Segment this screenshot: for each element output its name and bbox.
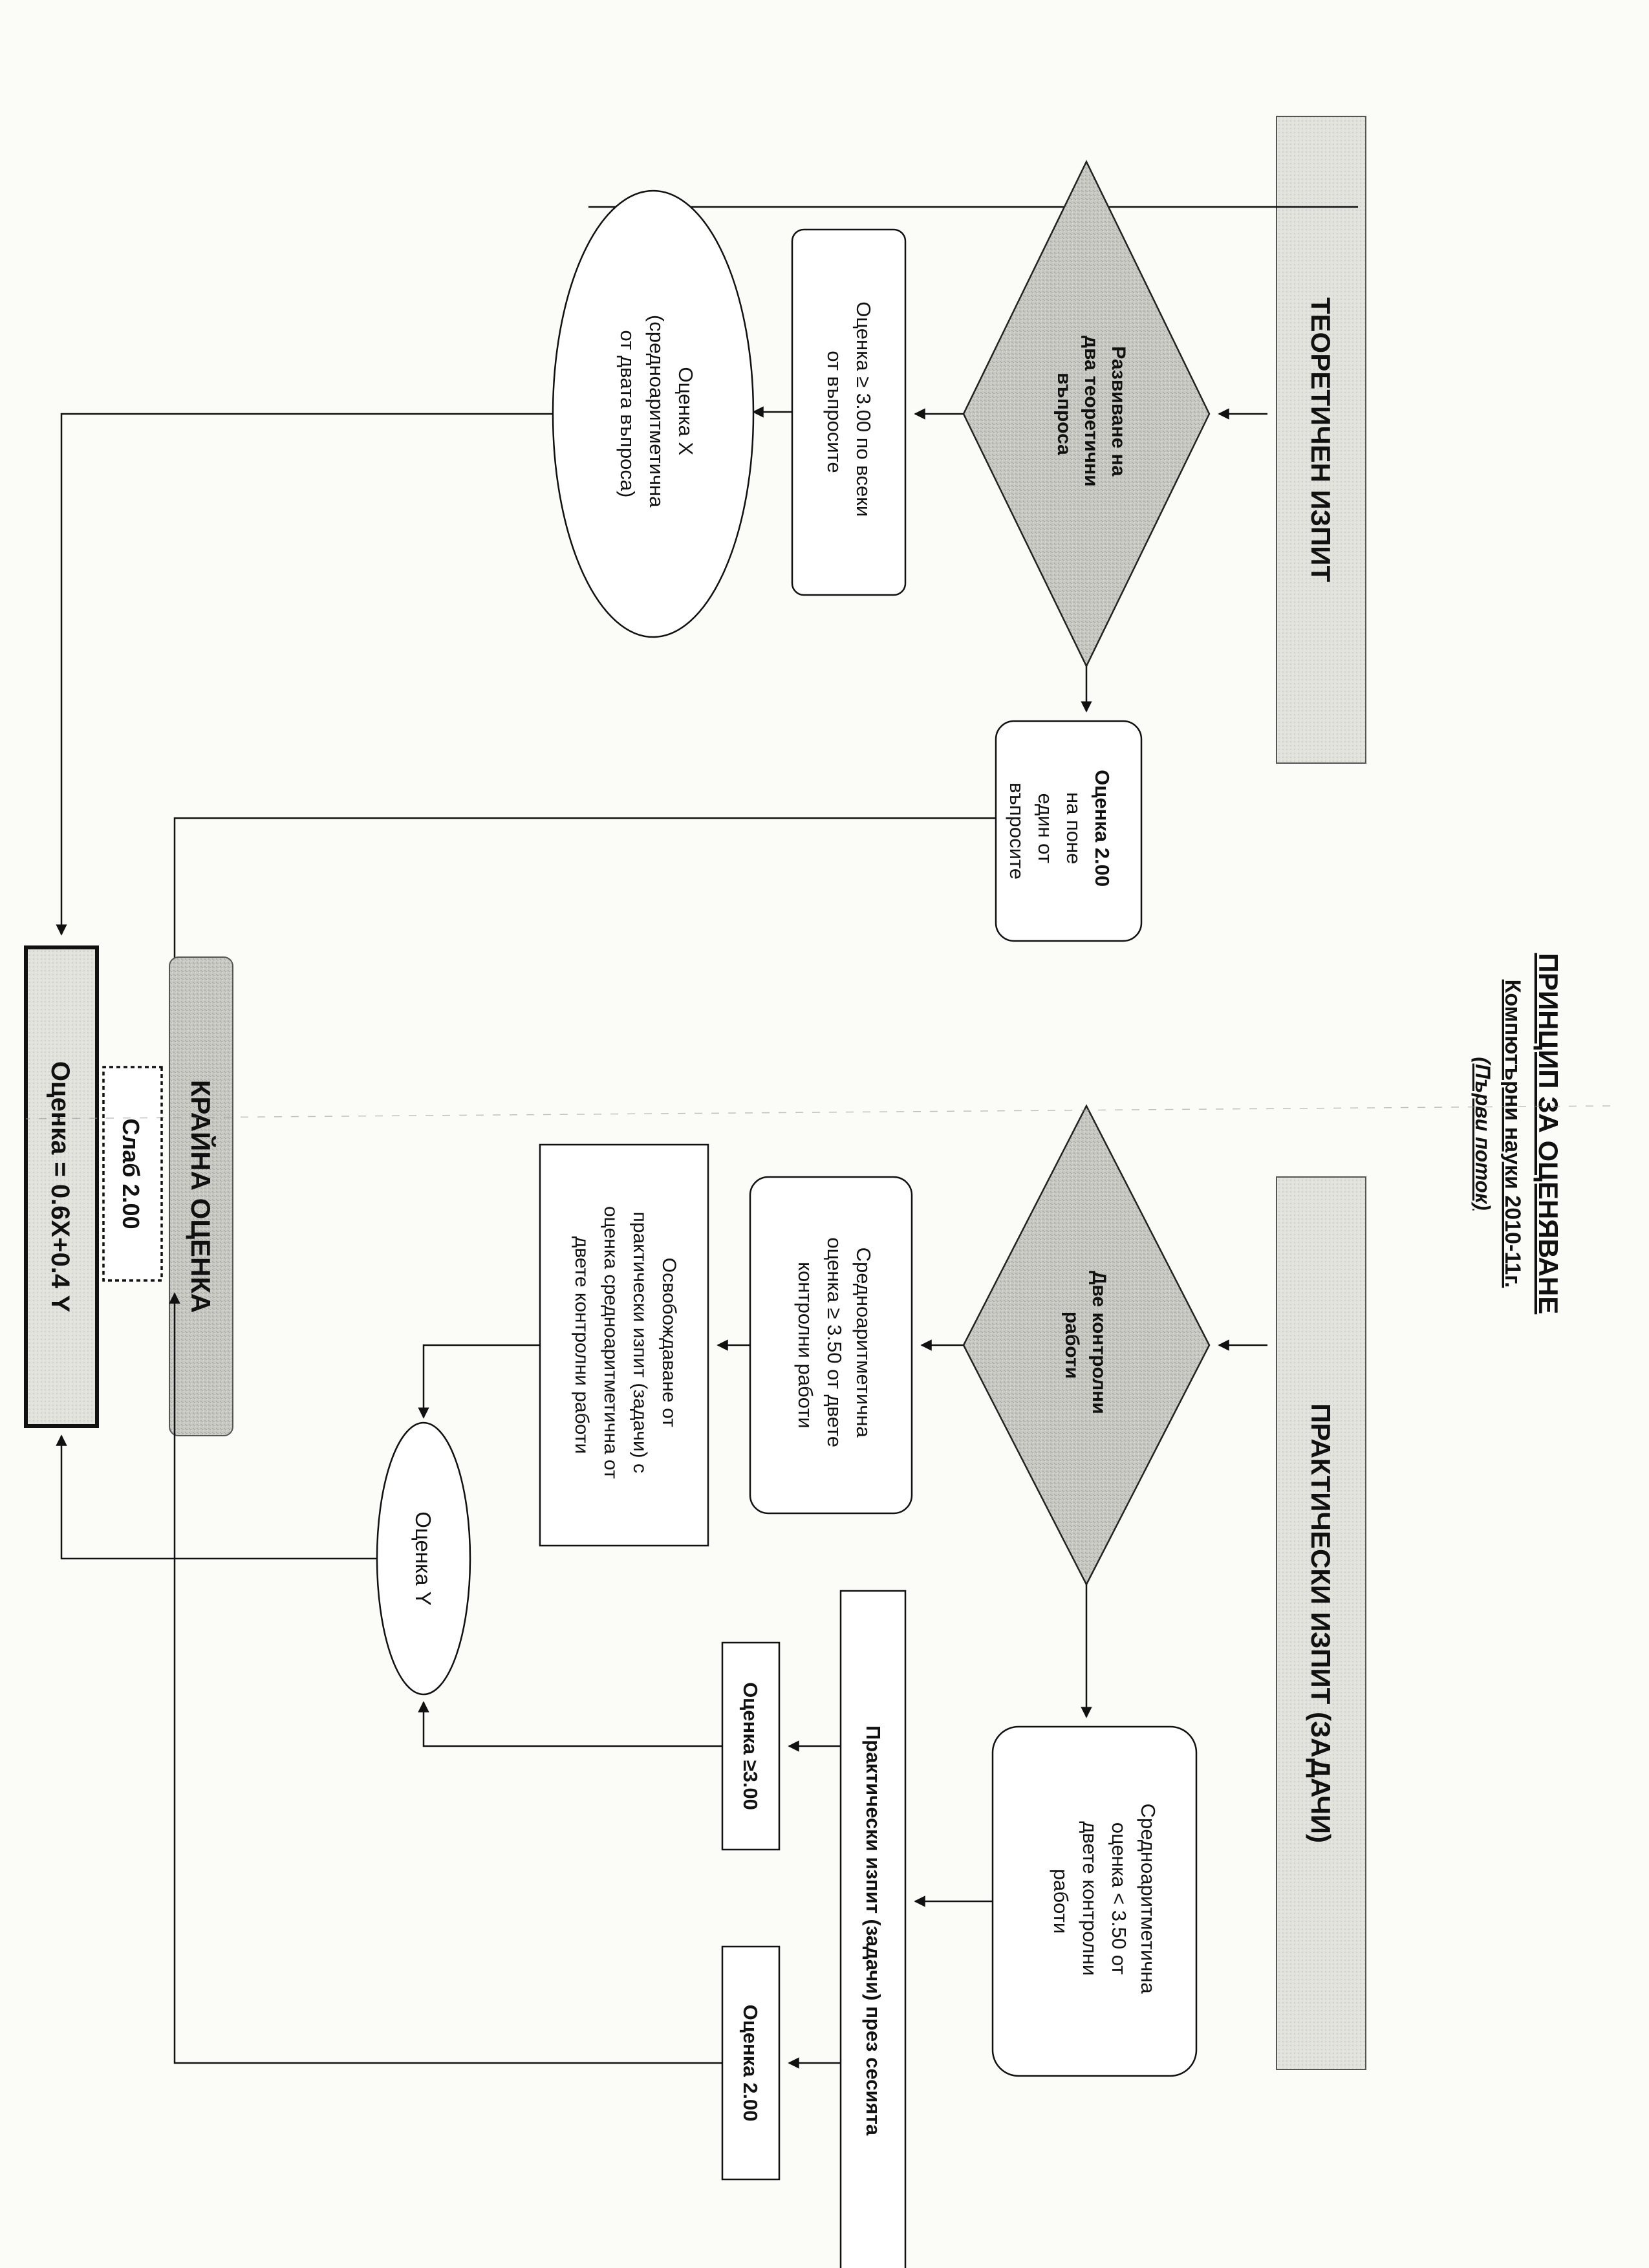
high-average-label: Средноаритметична оценка ≥ 3.50 от двете… [794, 1237, 875, 1453]
connector-line [169, 817, 996, 1055]
theory-decision-label: Развиване на два теоретични въпроса [1053, 336, 1129, 492]
theory-fail-box [995, 720, 1143, 942]
final-formula-label: Оценка = 0.6X+0.4 Y [46, 1061, 74, 1313]
connector-line [56, 1434, 377, 1560]
connector-line [56, 413, 553, 936]
final-grade-header [169, 956, 233, 1436]
session-exam-label: Практически изпит (задачи) през сесията [862, 1725, 885, 2136]
connector-line [422, 1344, 540, 1352]
weak-grade-box [102, 1066, 163, 1282]
page-subtitle: Компютърни науки 2010-11г. [1500, 980, 1525, 1288]
grade-y-label: Оценка Y [411, 1511, 435, 1605]
final-grade-title: КРАЙНА ОЦЕНКА [186, 1080, 217, 1313]
theory-fail-label: Оценка 2.00 на поне един от въпросите [1006, 770, 1114, 892]
exemption-label: Освобождаване от практически изпит (зада… [571, 1206, 680, 1484]
connector-line [169, 1292, 722, 2064]
practice-pass-label: Оценка ≥3.00 [739, 1682, 762, 1810]
scan-fold-line [25, 1105, 1611, 1119]
session-exam-box [839, 1590, 907, 2268]
practice-exam-title: ПРАКТИЧЕСКИ ИЗПИТ (ЗАДАЧИ) [1306, 1403, 1336, 1843]
theory-exam-header [1276, 116, 1366, 764]
theory-pass-label: Оценка ≥ 3.00 по всеки от въпросите [823, 301, 875, 523]
theory-exam-title: ТЕОРЕТИЧЕН ИЗПИТ [1306, 297, 1336, 583]
stream-label: (Първи поток) [1471, 1057, 1494, 1210]
low-average-label: Средноаритметична оценка < 3.50 от двете… [1050, 1804, 1159, 2000]
practice-decision-diamond [962, 1104, 1211, 1586]
exemption-box [539, 1143, 709, 1547]
connector-line [418, 1701, 722, 1747]
grade-x-label: Оценка X (средноаритметична от двата въп… [616, 315, 697, 513]
theory-pass-box [791, 228, 907, 596]
page-title: ПРИНЦИП ЗА ОЦЕНЯВАНЕ [1533, 953, 1564, 1315]
weak-grade-label: Слаб 2.00 [118, 1118, 144, 1229]
practice-decision-label: Две контролни работи [1061, 1271, 1110, 1420]
practice-exam-header [1276, 1176, 1366, 2070]
practice-fail-label: Оценка 2.00 [739, 2005, 762, 2122]
final-formula-box [24, 945, 99, 1428]
